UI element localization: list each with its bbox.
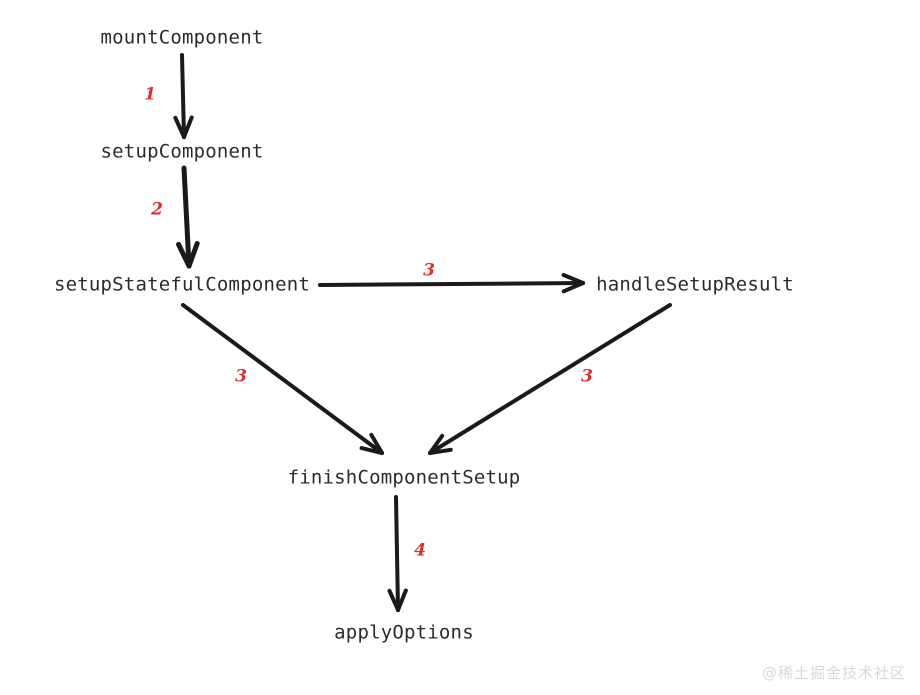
arrowhead-icon	[428, 433, 453, 455]
edge-layer	[173, 53, 672, 612]
arrowhead-icon	[359, 432, 384, 455]
edge-label-finish-to-applyoptions: 4	[414, 540, 426, 561]
edge-stateful-to-finish	[181, 303, 384, 455]
edge-label-stateful-to-handleresult: 3	[423, 260, 435, 281]
node-applyOptions[interactable]: applyOptions	[334, 621, 474, 644]
node-setupComponent[interactable]: setupComponent	[100, 140, 264, 163]
edge-mount-to-setup	[173, 53, 194, 139]
edge-line	[428, 303, 672, 455]
edge-stateful-to-handleresult	[318, 272, 585, 294]
arrowhead-icon	[173, 115, 194, 139]
edge-line	[318, 281, 585, 287]
edge-line	[180, 53, 186, 139]
node-finishComponentSetup[interactable]: finishComponentSetup	[287, 466, 521, 489]
edge-label-mount-to-setup: 1	[144, 84, 156, 105]
edge-line	[394, 495, 400, 612]
arrowhead-icon	[387, 588, 408, 612]
arrowhead-icon	[176, 240, 200, 269]
edge-line	[181, 165, 192, 269]
watermark: @稀土掘金技术社区	[761, 664, 906, 682]
edge-label-stateful-to-finish: 3	[235, 366, 247, 387]
node-setupStatefulComponent[interactable]: setupStatefulComponent	[53, 273, 311, 296]
arrowhead-icon	[561, 272, 585, 294]
edge-handleresult-to-finish	[428, 303, 672, 455]
node-mountComponent[interactable]: mountComponent	[100, 26, 264, 49]
edge-finish-to-applyoptions	[387, 495, 408, 612]
edge-setup-to-stateful	[176, 165, 200, 269]
edge-label-setup-to-stateful: 2	[151, 199, 163, 220]
node-handleSetupResult[interactable]: handleSetupResult	[596, 273, 794, 296]
edge-line	[181, 303, 384, 455]
edge-label-handleresult-to-finish: 3	[581, 366, 593, 387]
